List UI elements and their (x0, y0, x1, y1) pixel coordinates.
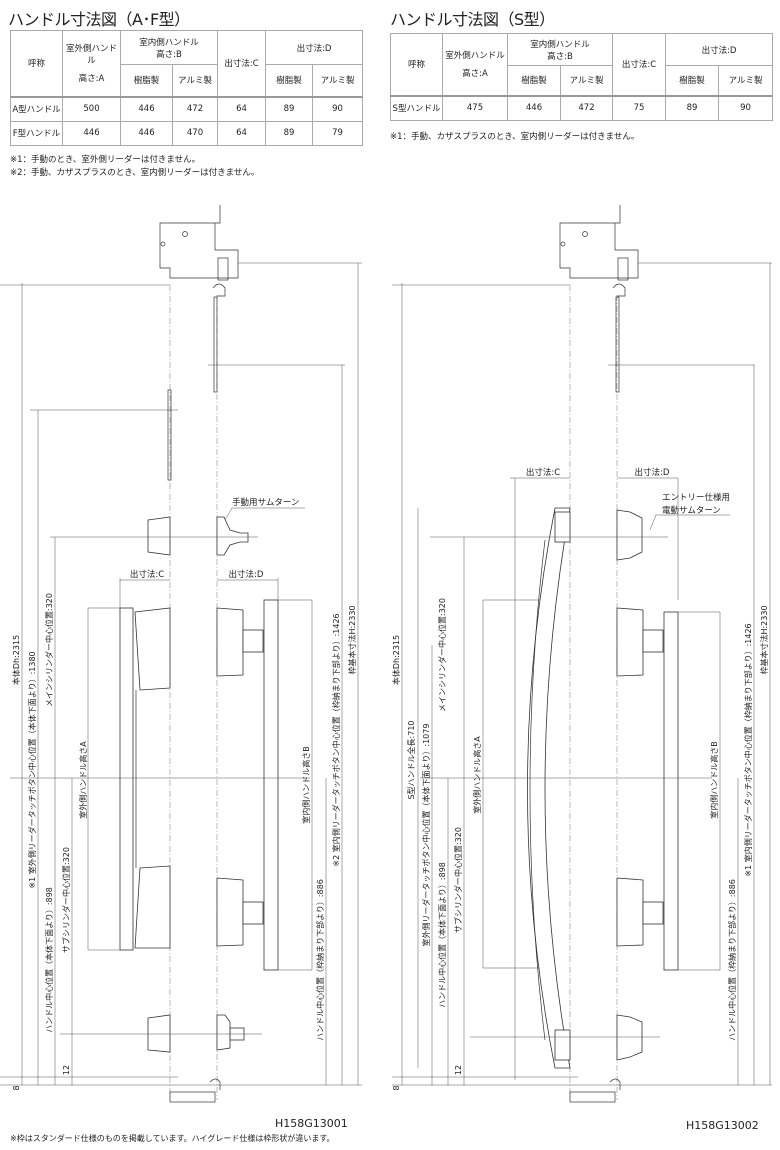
label-12: 12 (62, 1065, 71, 1075)
cell-b-alu: 472 (559, 94, 614, 121)
cell-d-alu: 90 (312, 95, 364, 122)
left-dimension-table: 呼称 室外側ハンドル高さ:A 室内側ハンドル高さ:B 出寸法:C 出寸法:D 樹… (10, 30, 364, 146)
label-sub-cylinder: サブシリンダー中心位置:320 (61, 847, 71, 953)
label-frame-h: 枠基本寸法H:2330 (347, 605, 357, 674)
left-drawing-code: H158G13001 (275, 1117, 348, 1130)
label-outer-reader: 室外側リーダータッチボタン中心位置（本体下面より）:1079 (421, 724, 431, 947)
cell-name: A型ハンドル (10, 95, 63, 122)
label-12: 12 (454, 1065, 463, 1075)
cell-a: 446 (62, 120, 121, 146)
label-handle-center-frame: ハンドル中心位置（枠納まり下部より）:886 (727, 879, 737, 1041)
label-body-dh: 本体Dh:2315 (11, 635, 21, 685)
label-main-cylinder: メインシリンダー中心位置:320 (437, 598, 447, 712)
label-body-dh: 本体Dh:2315 (391, 635, 401, 685)
label-8: 8 (392, 1085, 401, 1090)
table-row: F型ハンドル 446 446 470 64 89 79 (10, 120, 364, 146)
label-thumbturn-1: エントリー仕様用 (662, 492, 730, 503)
electric-thumbturn (616, 509, 643, 561)
inner-handle (216, 599, 279, 971)
left-title: ハンドル寸法図（A･F型） (8, 10, 190, 29)
label-main-cylinder: メインシリンダー中心位置:320 (44, 593, 54, 707)
cell-c: 64 (217, 120, 267, 146)
cell-d-resin: 89 (265, 95, 314, 122)
label-outer-handle-a: 室外側ハンドル高さA (78, 741, 88, 819)
label-thumbturn: 手動用サムターン (232, 497, 299, 508)
cell-name: S型ハンドル (390, 94, 443, 121)
label-outer-reader: ※1 室外側リーダータッチボタン中心位置（本体下面より）:1380 (27, 651, 37, 888)
header-name: 呼称 (390, 33, 443, 96)
cell-a: 475 (442, 94, 508, 121)
label-d: 出寸法:D (229, 569, 264, 580)
label-handle-center-frame: ハンドル中心位置（枠納まり下部より）:886 (315, 879, 325, 1041)
cell-d-resin: 89 (665, 94, 720, 121)
cell-d-alu: 90 (718, 94, 774, 121)
header-a: 室外側ハンドル高さ:A (442, 33, 508, 96)
top-frame-section (559, 205, 639, 297)
cell-b-resin: 446 (120, 120, 173, 146)
header-d: 出寸法:D (265, 30, 364, 65)
label-sub-cylinder: サブシリンダー中心位置:320 (453, 827, 463, 933)
s-handle (527, 507, 571, 1069)
right-note-1: ※1：手動、カザスプラスのとき、室内側リーダーは付きません。 (390, 132, 640, 142)
label-outer-handle-a: 室外側ハンドル高さA (472, 736, 482, 814)
label-frame-h: 枠基本寸法H:2330 (759, 605, 769, 674)
header-a: 室外側ハンドル高さ:A (62, 30, 121, 97)
label-d: 出寸法:D (635, 467, 670, 478)
inner-handle (616, 607, 679, 971)
header-b: 室内側ハンドル高さ:B (506, 33, 614, 66)
label-8: 8 (12, 1085, 21, 1090)
left-drawing: 本体Dh:2315 ※1 室外側リーダータッチボタン中心位置（本体下面より）:1… (0, 205, 362, 1103)
label-handle-center-body: ハンドル中心位置（本体下面より）:898 (44, 887, 54, 1033)
cell-name: F型ハンドル (10, 120, 63, 146)
header-d-resin: 樹脂製 (265, 64, 314, 97)
header-b-resin: 樹脂製 (120, 64, 173, 97)
label-inner-reader: ※2 室内側リーダータッチボタン中心位置（枠納まり下部より）:1426 (331, 613, 341, 866)
table-row: S型ハンドル 475 446 472 75 89 90 (390, 94, 774, 121)
label-inner-handle-b: 室内側ハンドル高さB (301, 746, 311, 824)
header-c: 出寸法:C (612, 33, 667, 96)
left-note-2: ※2：手動、カザスプラスのとき、室内側リーダーは付きません。 (10, 168, 260, 178)
label-thumbturn-2: 電動サムターン (662, 505, 721, 516)
label-c: 出寸法:C (130, 569, 164, 580)
right-drawing-code: H158G13002 (686, 1119, 759, 1132)
cell-a: 500 (62, 95, 121, 122)
cell-d-resin: 89 (265, 120, 314, 146)
label-inner-handle-b: 室内側ハンドル高さB (709, 741, 719, 819)
label-handle-center-body: ハンドル中心位置（本体下面より）:898 (437, 862, 447, 1008)
label-s-length: S型ハンドル全長:710 (406, 720, 416, 799)
right-dimension-table: 呼称 室外側ハンドル高さ:A 室内側ハンドル高さ:B 出寸法:C 出寸法:D 樹… (390, 33, 774, 121)
right-title: ハンドル寸法図（S型） (390, 10, 555, 29)
manual-thumbturn (216, 516, 249, 556)
main-cylinder (147, 516, 171, 556)
label-c: 出寸法:C (526, 467, 560, 478)
top-frame-section (159, 205, 239, 297)
footer-note: ※枠はスタンダード仕様のものを掲載しています。ハイグレード仕様は枠形状が違います… (10, 1134, 335, 1143)
cell-b-resin: 446 (507, 94, 561, 121)
cell-b-resin: 446 (120, 95, 173, 122)
cell-d-alu: 79 (312, 120, 364, 146)
header-name: 呼称 (10, 30, 63, 97)
header-b-alu: アルミ製 (171, 64, 219, 97)
left-note-1: ※1：手動のとき、室外側リーダーは付きません。 (10, 155, 201, 165)
outer-handle (119, 607, 171, 951)
header-d-alu: アルミ製 (718, 65, 774, 96)
header-d-resin: 樹脂製 (665, 65, 720, 96)
table-row: A型ハンドル 500 446 472 64 89 90 (10, 95, 364, 122)
right-drawing: 本体Dh:2315 S型ハンドル全長:710 室外側リーダータッチボタン中心位置… (391, 205, 772, 1103)
cell-b-alu: 470 (171, 120, 219, 146)
label-inner-reader: ※1 室内側リーダータッチボタン中心位置（枠納まり下部より）:1426 (743, 623, 753, 876)
